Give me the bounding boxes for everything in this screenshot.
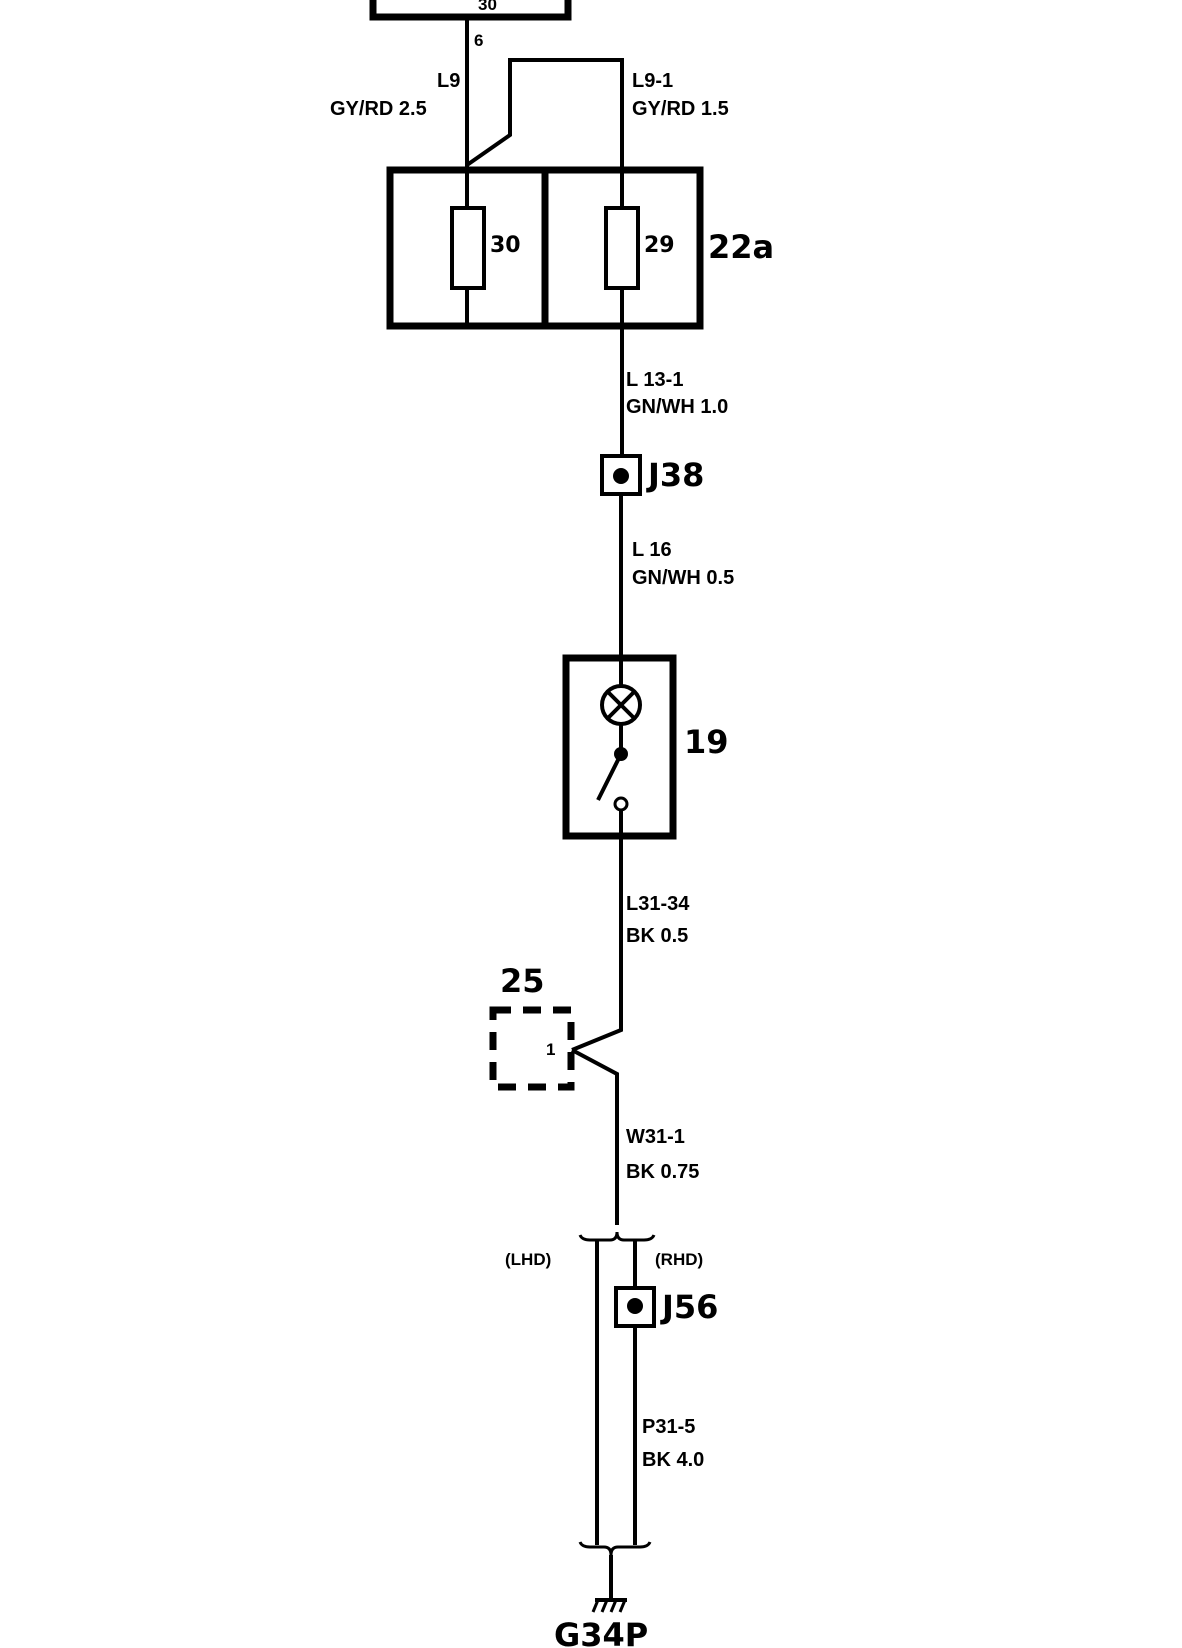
ground-g34p: G34P [554,1555,648,1648]
wire-l13-1: L 13-1 GN/WH 1.0 [620,326,728,460]
wire-p31-5-id: P31-5 [642,1416,695,1438]
junction-j56-label: J56 [660,1288,718,1326]
wire-w31-1-spec: BK 0.75 [626,1161,699,1183]
variant-lhd-label: (LHD) [505,1250,551,1269]
lamp-switch-19: 19 [562,654,729,840]
wire-p31-5: P31-5 BK 4.0 [633,1326,704,1545]
junction-j38-dot [613,468,629,484]
fuse-30-label: 30 [490,233,521,258]
wire-l9-1-spec: GY/RD 1.5 [632,98,729,120]
wire-p31-5-spec: BK 4.0 [642,1449,704,1471]
wire-l13-1-spec: GN/WH 1.0 [626,396,728,418]
variant-rhd-label: (RHD) [655,1250,703,1269]
wire-l16-spec: GN/WH 0.5 [632,567,734,589]
top-connector-partial-label: 30 [478,0,497,14]
wire-l9-spec: GY/RD 2.5 [330,98,427,120]
fuse-29: 29 [604,165,675,326]
lamp-switch-id: 19 [684,723,729,761]
ground-label: G34P [554,1616,648,1648]
wire-l9-1: L9-1 GY/RD 1.5 [465,58,729,167]
top-connector: 30 6 [369,0,572,50]
wire-w31-1-id: W31-1 [626,1126,685,1148]
ground-icon [591,1598,627,1613]
wire-l16: L 16 GN/WH 0.5 [619,494,734,665]
wire-l13-1-id: L 13-1 [626,369,683,391]
connector-25-id: 25 [500,962,545,1000]
wire-l31-34-id: L31-34 [626,893,690,915]
fuse-30: 30 [450,165,521,326]
top-connector-pin: 6 [474,31,483,50]
junction-j38: J38 [600,454,704,496]
switch-icon [596,747,629,812]
wire-l9: L9 GY/RD 2.5 [330,17,469,165]
wire-l16-id: L 16 [632,539,672,561]
junction-j38-label: J38 [646,456,704,494]
wire-l31-34-spec: BK 0.5 [626,925,688,947]
connector-25-outline [489,1006,575,1091]
wire-l31-34: L31-34 BK 0.5 [571,836,690,1052]
junction-j56-dot [627,1298,643,1314]
variant-brace-bottom [578,1541,652,1556]
fuse-box-22a: 30 29 22a [386,165,774,330]
wire-l9-id: L9 [437,70,460,92]
wire-l9-1-id: L9-1 [632,70,673,92]
lamp-icon [600,684,642,726]
fuse-box-id: 22a [708,228,774,266]
wire-w31-1: W31-1 BK 0.75 [571,1048,699,1225]
fuse-29-label: 29 [644,233,675,258]
variant-brace-top: (LHD) (RHD) [505,1231,703,1269]
connector-25-pin: 1 [546,1040,555,1059]
connector-25: 25 1 [489,962,575,1091]
